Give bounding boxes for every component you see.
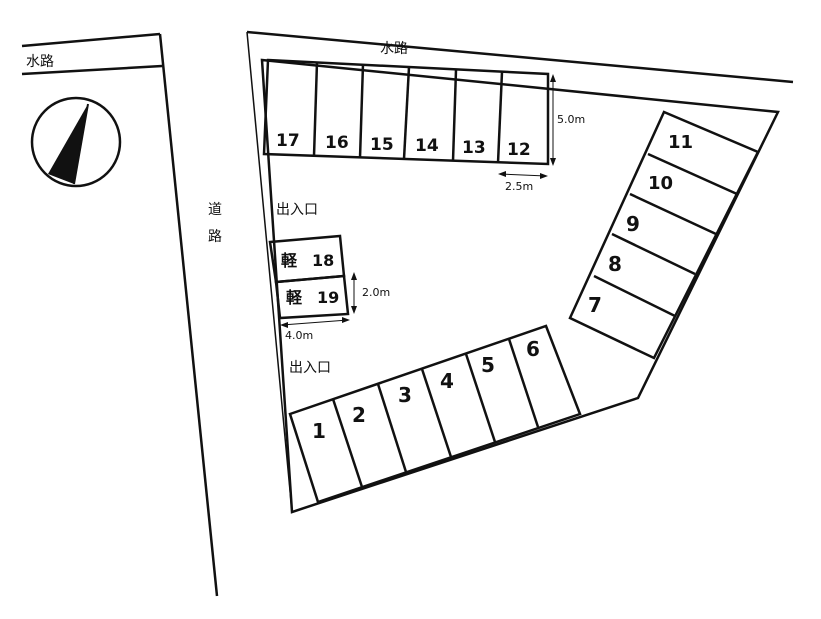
stall-1: 1	[312, 419, 326, 443]
dimension-kei-width: 2.0m	[351, 272, 390, 314]
stall-7: 7	[588, 293, 602, 317]
stall-17: 17	[276, 131, 300, 151]
right-stall-row	[568, 110, 760, 360]
stall-13: 13	[462, 138, 486, 158]
entrance-top: 出入口	[276, 202, 318, 218]
dim-kei-width-label: 2.0m	[362, 286, 390, 299]
road: 道 路	[158, 31, 293, 597]
stall-8: 8	[608, 252, 622, 276]
waterway-left: 水路	[21, 32, 163, 76]
dim-width-label: 2.5m	[505, 180, 533, 193]
parking-lot-boundary	[260, 58, 780, 514]
stall-2: 2	[352, 403, 366, 427]
stall-10: 10	[648, 173, 673, 194]
stall-9: 9	[626, 212, 640, 236]
dim-depth-label: 5.0m	[557, 113, 585, 126]
stall-11: 11	[668, 132, 693, 153]
waterway-top-label: 水路	[380, 41, 408, 57]
stall-18: 18	[312, 251, 334, 270]
stall-12: 12	[507, 140, 531, 160]
kei-prefix-19: 軽	[286, 288, 303, 307]
stall-15: 15	[370, 135, 394, 155]
kei-stalls	[268, 234, 350, 320]
stall-16: 16	[325, 133, 349, 153]
road-label-1: 道	[208, 202, 222, 218]
north-arrow-icon	[30, 96, 122, 188]
entrance-bottom: 出入口	[289, 360, 331, 376]
top-stall-row	[262, 58, 550, 166]
waterway-top: 水路	[246, 30, 794, 84]
stall-19: 19	[317, 288, 339, 307]
road-label-2: 路	[208, 229, 222, 245]
kei-prefix-18: 軽	[281, 251, 298, 270]
bottom-stall-row	[288, 324, 582, 504]
stall-14: 14	[415, 136, 439, 156]
waterway-left-label: 水路	[26, 54, 54, 70]
stall-6: 6	[526, 337, 540, 361]
dimension-stall-width: 2.5m	[498, 171, 548, 193]
stall-5: 5	[481, 353, 495, 377]
stall-3: 3	[398, 383, 412, 407]
dim-kei-length-label: 4.0m	[285, 329, 313, 342]
dimension-stall-depth: 5.0m	[550, 74, 585, 166]
stall-4: 4	[440, 369, 454, 393]
dimension-kei-length: 4.0m	[280, 317, 350, 342]
